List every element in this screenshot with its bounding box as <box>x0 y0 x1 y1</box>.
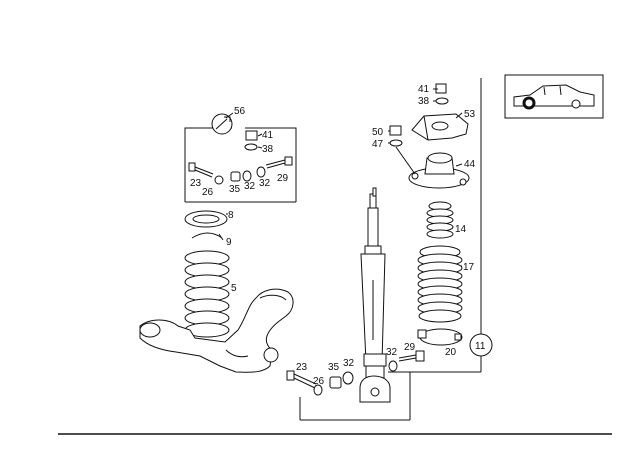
kit-washer-32a <box>242 170 252 182</box>
callout-47: 47 <box>372 139 384 150</box>
callout-20: 20 <box>445 347 457 358</box>
mount-nut-50 <box>389 125 402 136</box>
lower-bolt-29 <box>398 350 425 362</box>
vehicle-locator <box>504 74 604 119</box>
callout-35: 35 <box>328 362 340 373</box>
callout-26: 26 <box>313 376 325 387</box>
leader-lines <box>225 88 463 267</box>
callout-50: 50 <box>372 127 384 138</box>
kit-washer-26 <box>214 175 224 185</box>
callout-29: 29 <box>404 342 416 353</box>
coil-spring <box>184 250 230 338</box>
spring-pad <box>184 210 228 228</box>
callout-38: 38 <box>418 96 430 107</box>
callout-56: 56 <box>234 106 246 117</box>
top-washer-38 <box>435 97 449 105</box>
shock-absorber <box>359 187 391 403</box>
callout-32: 32 <box>259 178 271 189</box>
dust-boot <box>417 245 463 323</box>
assembly-frame <box>299 78 482 421</box>
car-side-icon <box>513 84 595 110</box>
wrench-icon <box>211 113 233 135</box>
callout-9: 9 <box>226 237 232 248</box>
kit-bolt-29 <box>265 156 293 169</box>
callout-35: 35 <box>229 184 241 195</box>
callout-11: 11 <box>475 341 486 352</box>
lower-washer-26 <box>313 384 323 396</box>
callout-32: 32 <box>244 181 256 192</box>
callout-32: 32 <box>343 358 355 369</box>
upper-mount-bracket <box>411 113 469 141</box>
callout-38: 38 <box>262 144 274 155</box>
bump-stop <box>426 201 454 239</box>
lower-washer-32a <box>342 371 354 385</box>
lower-washer-32b <box>388 360 398 372</box>
callout-29: 29 <box>277 173 289 184</box>
callout-41: 41 <box>418 84 430 95</box>
strut-top-mount <box>408 152 470 189</box>
callout-32: 32 <box>386 347 398 358</box>
callout-26: 26 <box>202 187 214 198</box>
callout-14: 14 <box>455 224 467 235</box>
assembly-ref-circle <box>469 333 493 357</box>
repair-kit-box <box>184 113 297 203</box>
callout-8: 8 <box>228 210 234 221</box>
mount-washer-47 <box>389 139 403 147</box>
callout-23: 23 <box>190 178 202 189</box>
kit-washer-32b <box>256 166 266 178</box>
retaining-clip <box>191 232 224 241</box>
kit-nut-41 <box>245 130 258 141</box>
lower-nut-35 <box>329 376 342 389</box>
hose-clamp <box>417 328 463 346</box>
kit-bolt <box>188 162 214 178</box>
callout-labels: 56 41 38 23 26 35 32 32 29 8 9 5 41 38 5… <box>190 84 486 387</box>
callout-23: 23 <box>296 362 308 373</box>
callout-5: 5 <box>231 283 237 294</box>
lower-control-arm <box>139 288 294 373</box>
lower-bolt-23 <box>286 370 317 389</box>
callout-17: 17 <box>463 262 475 273</box>
kit-nut-35 <box>230 171 241 182</box>
kit-washer-38 <box>244 143 258 151</box>
callout-53: 53 <box>464 109 476 120</box>
callout-41: 41 <box>262 130 274 141</box>
callout-44: 44 <box>464 159 476 170</box>
